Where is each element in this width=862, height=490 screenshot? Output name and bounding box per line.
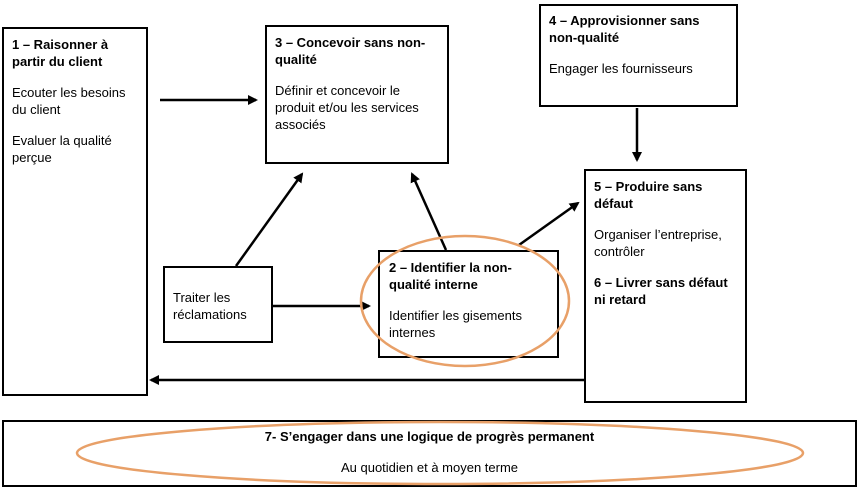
arrow-identifier-to-produire [518,201,580,247]
box-progres-title: 7- S’engager dans une logique de progrès… [264,429,595,444]
box-raisonner-client: 1 – Raisonner à partir du client Ecouter… [2,27,148,396]
box-progres-text: Au quotidien et à moyen terme [340,460,519,475]
box-raisonner-client-title: 1 – Raisonner à partir du client [12,37,109,69]
box-concevoir-text: Définir et concevoir le produit et/ou le… [275,83,419,132]
box-concevoir-title: 3 – Concevoir sans non-qualité [275,35,426,67]
box-reclamations-text: Traiter les réclamations [173,290,247,322]
highlight-ellipse-progres [75,420,805,486]
box-identifier-title: 2 – Identifier la non-qualité interne [389,260,512,292]
box-raisonner-client-line1: Ecouter les besoins du client [12,85,126,117]
box-reclamations: Traiter les réclamations [163,266,273,343]
box-livrer-title: 6 – Livrer sans défaut ni retard [594,275,728,307]
box-raisonner-client-line2: Evaluer la qualité perçue [12,133,112,165]
highlight-ellipse-identifier [359,234,571,368]
box-produire-livrer: 5 – Produire sans défaut Organiser l’ent… [584,169,747,403]
arrow-reclamations-to-concevoir [234,172,304,267]
box-produire-title: 5 – Produire sans défaut [594,179,703,211]
box-approvisionner: 4 – Approvisionner sans non-qualité Enga… [539,4,738,107]
box-approvisionner-text: Engager les fournisseurs [549,61,693,76]
box-identifier-text: Identifier les gisements internes [389,308,522,340]
box-approvisionner-title: 4 – Approvisionner sans non-qualité [549,13,700,45]
box-identifier: 2 – Identifier la non-qualité interne Id… [378,250,559,358]
box-produire-text: Organiser l’entreprise, contrôler [594,227,722,259]
box-concevoir: 3 – Concevoir sans non-qualité Définir e… [265,25,449,164]
